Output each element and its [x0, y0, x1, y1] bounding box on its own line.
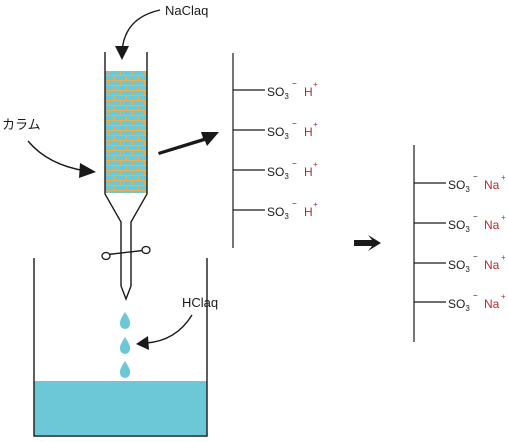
sulfonate-group: SO3 − Na +: [414, 291, 506, 313]
counter-charge: +: [313, 200, 318, 209]
stopcock[interactable]: [101, 245, 151, 261]
arrow-head: [79, 163, 96, 178]
droplet: [119, 337, 131, 354]
group-charge: −: [292, 199, 297, 208]
counter-ion: Na: [484, 258, 500, 272]
droplet: [119, 312, 131, 329]
column-wall: [104, 52, 148, 286]
group-label: SO3: [448, 297, 470, 313]
group-charge: −: [473, 212, 478, 221]
column-label-group: カラム: [2, 117, 96, 178]
counter-charge: +: [313, 120, 318, 129]
sulfonate-group: SO3 − H +: [233, 159, 318, 181]
group-label: SO3: [448, 258, 470, 274]
counter-charge: +: [501, 253, 506, 262]
sulfonate-group: SO3 − H +: [233, 119, 318, 141]
group-label: SO3: [448, 178, 470, 194]
group-label: SO3: [267, 165, 289, 181]
sulfonate-group: SO3 − Na +: [414, 212, 506, 234]
counter-ion: Na: [484, 178, 500, 192]
counter-ion: Na: [484, 218, 500, 232]
reaction-arrow-1: [158, 132, 219, 155]
droplet: [119, 361, 131, 378]
sulfonate-group: SO3 − Na +: [414, 172, 506, 194]
hcl-label: HClaq: [182, 295, 218, 310]
beaker-wall: [33, 258, 208, 437]
nacl-label: NaClaq: [165, 3, 208, 18]
beaker-solution: [34, 381, 207, 435]
counter-ion: Na: [484, 297, 500, 311]
counter-ion: H: [304, 205, 313, 219]
arrow-head: [136, 336, 149, 350]
counter-charge: +: [501, 213, 506, 222]
group-label: SO3: [267, 85, 289, 101]
counter-ion: H: [304, 125, 313, 139]
nacl-label-group: NaClaq: [115, 3, 208, 60]
beaker: [33, 258, 208, 437]
resin-after: SO3 − Na + SO3 − Na + SO3 − Na + SO3 − N…: [413, 145, 506, 342]
group-charge: −: [473, 172, 478, 181]
arrow-head: [115, 46, 129, 60]
column-tip: [120, 285, 132, 301]
group-charge: −: [473, 291, 478, 300]
counter-charge: +: [313, 80, 318, 89]
column-label: カラム: [2, 117, 41, 132]
droplets: [119, 312, 131, 378]
counter-ion: H: [304, 165, 313, 179]
group-label: SO3: [448, 218, 470, 234]
group-charge: −: [292, 79, 297, 88]
group-label: SO3: [267, 205, 289, 221]
resin-bed: [105, 71, 147, 193]
group-charge: −: [292, 159, 297, 168]
counter-charge: +: [501, 292, 506, 301]
hcl-label-group: HClaq: [136, 295, 218, 350]
group-charge: −: [292, 119, 297, 128]
reaction-arrow-2: [354, 235, 381, 251]
group-label: SO3: [267, 125, 289, 141]
sulfonate-group: SO3 − Na +: [414, 252, 506, 274]
sulfonate-group: SO3 − H +: [233, 199, 318, 221]
counter-charge: +: [501, 173, 506, 182]
resin-before: SO3 − H + SO3 − H + SO3 − H + SO3 − H +: [232, 53, 318, 248]
sulfonate-group: SO3 − H +: [233, 79, 318, 101]
counter-charge: +: [313, 160, 318, 169]
counter-ion: H: [304, 85, 313, 99]
column: [101, 52, 151, 301]
group-charge: −: [473, 252, 478, 261]
